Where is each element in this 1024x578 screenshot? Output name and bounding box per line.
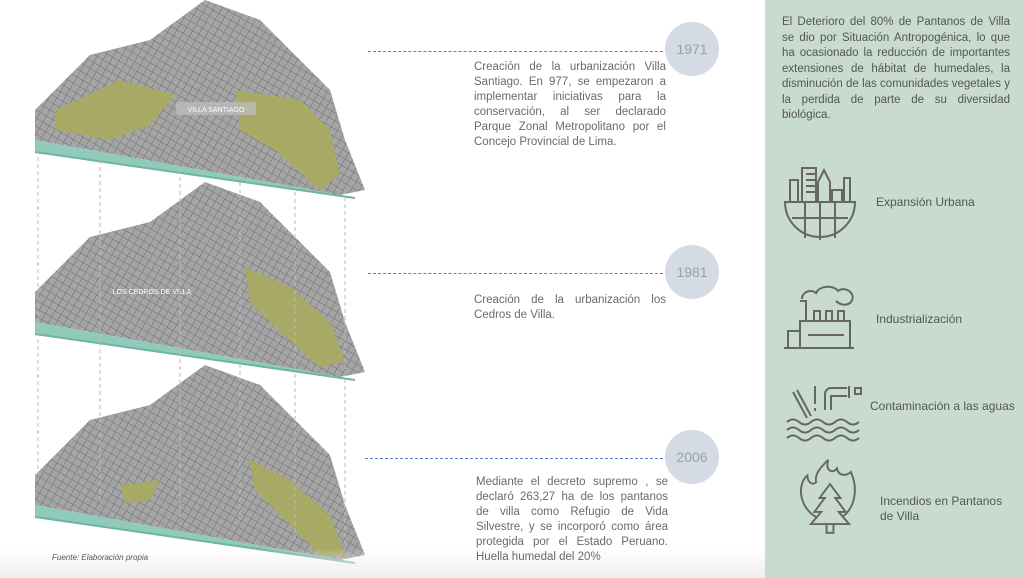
year-badge-2006: 2006 bbox=[665, 430, 719, 484]
timeline-text-1981: Creación de la urbanización los Cedros d… bbox=[474, 294, 666, 321]
year-badge-1981: 1981 bbox=[665, 245, 719, 299]
city-globe-icon bbox=[783, 167, 857, 240]
wetland-area bbox=[245, 267, 345, 367]
panel-intro: El Deterioro del 80% de Pantanos de Vill… bbox=[782, 16, 1010, 121]
timeline-text-2006: Mediante el decreto supremo , se declaró… bbox=[476, 476, 668, 563]
cause-label-industrialization: Industrialización bbox=[876, 312, 963, 326]
water-pollution-icon bbox=[786, 386, 862, 442]
source-note: Fuente: Elaboración propia bbox=[52, 553, 149, 562]
forest-fire-icon bbox=[800, 459, 856, 534]
map-1981: LOS CEDROS DE VILLA bbox=[34, 181, 366, 381]
map-label: LOS CEDROS DE VILLA bbox=[113, 289, 192, 296]
projection-lines bbox=[37, 150, 346, 550]
map-1971: VILLA SANTIAGO bbox=[34, 0, 366, 199]
bottom-fade bbox=[0, 548, 765, 578]
factory-icon bbox=[784, 285, 854, 349]
wetland-area bbox=[235, 90, 340, 190]
timeline-line-2006 bbox=[365, 458, 668, 459]
timeline-line-1981 bbox=[368, 273, 668, 274]
wetland-evolution-maps: VILLA SANTIAGO LOS CEDROS DE VILLA bbox=[34, 0, 366, 564]
timeline-text-1971: Creación de la urbanización Villa Santia… bbox=[474, 61, 666, 148]
cause-label-fires: Incendios en Pantanos de Villa bbox=[880, 494, 1003, 523]
timeline-line-1971 bbox=[368, 51, 668, 52]
map-label: VILLA SANTIAGO bbox=[188, 107, 245, 114]
map-2006 bbox=[34, 364, 366, 564]
causes-panel: El Deterioro del 80% de Pantanos de Vill… bbox=[765, 0, 1024, 578]
year-badge-1971: 1971 bbox=[665, 22, 719, 76]
cause-label-water: Contaminación a las aguas bbox=[870, 399, 1015, 413]
wetland-area bbox=[55, 80, 175, 140]
wetland-area bbox=[250, 460, 345, 555]
wetland-area bbox=[120, 480, 160, 503]
cause-label-expansion: Expansión Urbana bbox=[876, 195, 975, 209]
